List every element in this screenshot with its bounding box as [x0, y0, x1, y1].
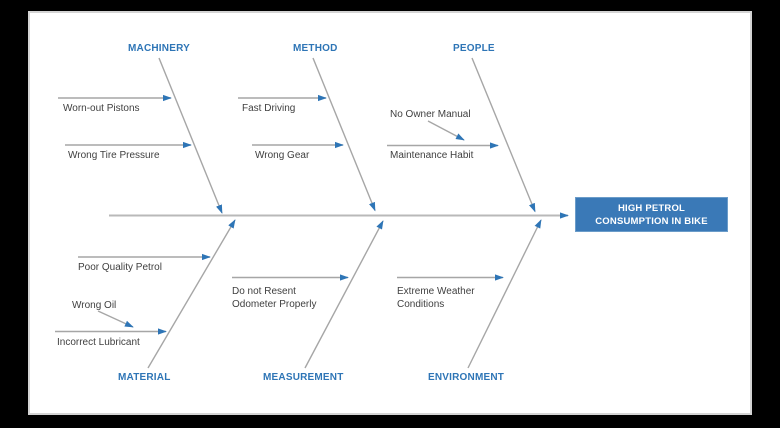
- cause-no-owner-manual: No Owner Manual: [390, 109, 471, 120]
- cause-fast-driving: Fast Driving: [242, 103, 296, 114]
- cause-wrong-gear: Wrong Gear: [255, 150, 310, 161]
- cause-wrong-tire-pressure: Wrong Tire Pressure: [68, 150, 160, 161]
- category-measurement: MEASUREMENT: [263, 372, 344, 383]
- category-people: PEOPLE: [453, 43, 495, 54]
- cause-worn-out-pistons: Worn-out Pistons: [63, 103, 140, 114]
- category-environment: ENVIRONMENT: [428, 372, 505, 383]
- cause-wrong-oil: Wrong Oil: [72, 300, 117, 311]
- cause-extreme-weather-conditions: Extreme Weather Conditions: [397, 286, 475, 310]
- category-material: MATERIAL: [118, 372, 171, 383]
- cause-do-not-resent-odometer: Do not Resent Odometer Properly: [232, 286, 317, 310]
- cause-maintenance-habit: Maintenance Habit: [390, 150, 474, 161]
- category-method: METHOD: [293, 43, 338, 54]
- category-machinery: MACHINERY: [128, 43, 190, 54]
- cause-incorrect-lubricant: Incorrect Lubricant: [57, 337, 140, 348]
- cause-poor-quality-petrol: Poor Quality Petrol: [78, 262, 162, 273]
- effect-box: HIGH PETROL CONSUMPTION IN BIKE: [575, 197, 728, 232]
